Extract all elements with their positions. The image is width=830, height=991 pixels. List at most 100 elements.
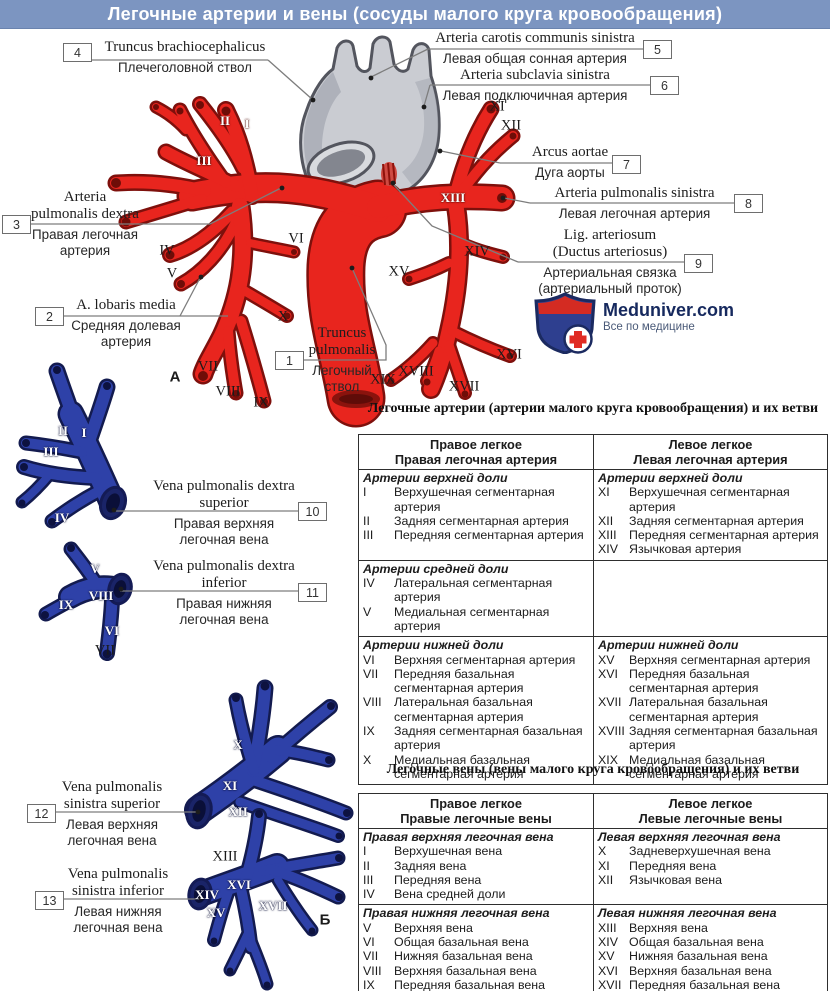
row-label: Задняя сегментарная артерия [394, 513, 569, 528]
column-header-right-lung: Правое легкое Правая легочная артерия [359, 435, 593, 469]
row-label: Вена средней доли [394, 887, 506, 902]
label-latin: sinistra inferior [71, 883, 165, 899]
segment-numeral: VII [94, 642, 116, 659]
segment-numeral: XV [388, 263, 410, 280]
segment-numeral: VIII [88, 588, 114, 603]
row-numeral: IX [363, 724, 375, 739]
callout-subclavia: Arteria subclavia sinistra Левая подключ… [428, 67, 642, 104]
column-header-left-lung: Левое легкое Левая легочная артерия [593, 435, 827, 469]
callout-vena-dextra-superior: Vena pulmonalis dextra superior Правая в… [138, 478, 310, 547]
callout-lig-arteriosum: Lig. arteriosum (Ductus arteriosus) Арте… [518, 227, 702, 296]
callout-number-11: 11 [298, 583, 327, 602]
segment-numeral: XIV [195, 887, 219, 902]
callout-arcus-aortae: Arcus aortae Дуга аорты [505, 144, 635, 181]
segment-numeral: XII [228, 804, 248, 819]
row-numeral: II [363, 513, 370, 528]
callout-number-3: 3 [2, 215, 31, 234]
segment-numeral: X [233, 737, 243, 752]
row-numeral: III [363, 528, 374, 543]
vein-heading: Правая верхняя легочная вена [363, 830, 554, 844]
label-latin: Arteria subclavia sinistra [460, 67, 610, 83]
segment-numeral: XIV [464, 243, 490, 260]
row-numeral: I [363, 485, 367, 500]
row-numeral: XV [598, 652, 615, 667]
label-latin: superior [199, 495, 249, 511]
callout-number-7: 7 [612, 155, 641, 174]
row-numeral: XVII [598, 695, 622, 710]
row-label: Латеральная сегментарная артерия [394, 576, 553, 605]
table-row: II Задняя сегментарная артерия [363, 514, 589, 528]
segment-numeral: III [43, 444, 59, 459]
segment-numeral: XII [500, 117, 522, 134]
label-russian: Левая легочная артерия [558, 206, 711, 221]
column-header-line: Правое легкое [430, 437, 522, 452]
row-label: Латеральная базальная сегментарная артер… [629, 695, 768, 724]
row-label: Медиальная сегментарная артерия [394, 604, 550, 633]
row-numeral: XIII [598, 920, 617, 935]
row-label: Верхняя сегментарная артерия [394, 652, 576, 667]
row-label: Задневерхушечная вена [629, 844, 771, 859]
label-russian: Правая нижняя [176, 596, 272, 611]
row-numeral: VII [363, 949, 379, 964]
label-russian: Левая верхняя [66, 817, 158, 832]
row-label: Верхняя базальная вена [394, 963, 537, 978]
label-russian: Артериальная связка [543, 265, 677, 280]
row-numeral: IV [363, 887, 375, 902]
row-numeral: XIX [598, 752, 618, 767]
label-russian: Правая верхняя [173, 516, 275, 531]
callout-number-1: 1 [275, 351, 304, 370]
row-numeral: III [363, 872, 374, 887]
row-numeral: VII [363, 666, 379, 681]
row-numeral: V [363, 920, 372, 935]
row-label: Латеральная базальная сегментарная артер… [394, 695, 533, 724]
callout-truncus-pulmonalis: Truncus pulmonalis Легочный ствол [296, 325, 388, 394]
row-label: Задняя сегментарная базальная артерия [394, 724, 583, 753]
segment-numeral: I [244, 116, 250, 131]
label-russian: Дуга аорты [535, 165, 605, 180]
row-numeral: VIII [363, 695, 382, 710]
callout-number-13: 13 [35, 891, 64, 910]
label-russian: легочная вена [67, 832, 157, 848]
row-label: Медиальная базальная сегментарная артери… [629, 752, 765, 781]
segment-numeral: VIII [215, 383, 241, 400]
label-latin: Vena pulmonalis dextra [153, 478, 295, 494]
row-label: Верхняя сегментарная артерия [629, 652, 811, 667]
row-label: Задняя сегментарная базальная артерия [629, 724, 818, 753]
callout-pulmonalis-dextra: Arteria pulmonalis dextra Правая легочна… [22, 189, 148, 258]
segment-numeral: II [219, 113, 231, 128]
callout-number-2: 2 [35, 307, 64, 326]
row-numeral: I [363, 844, 367, 859]
row-numeral: X [598, 844, 607, 859]
label-russian: Правая легочная [32, 227, 138, 242]
table-row: X Задневерхушечная вена [598, 844, 823, 858]
callout-number-10: 10 [298, 502, 327, 521]
row-numeral: XII [598, 513, 614, 528]
label-latin: Arcus aortae [531, 144, 609, 160]
segment-numeral: V [90, 561, 100, 576]
segment-numeral: IV [159, 242, 175, 259]
table-row: XVII Латеральная базальная сегментарная а… [598, 695, 823, 724]
label-russian: Левая общая сонная артерия [443, 51, 627, 66]
label-latin: Vena pulmonalis dextra [153, 558, 295, 574]
